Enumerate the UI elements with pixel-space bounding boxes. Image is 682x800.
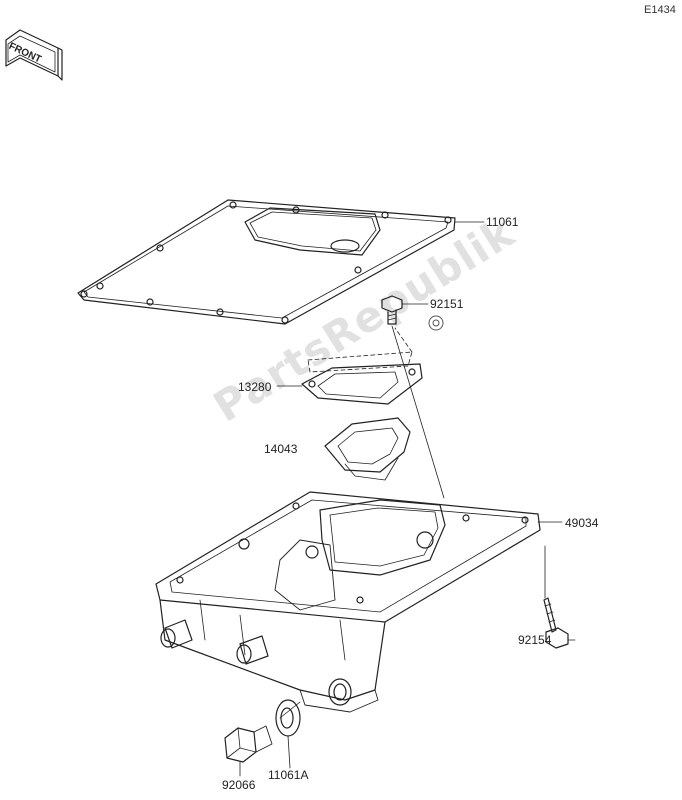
part-label-11061a[interactable]: 11061A [268, 768, 309, 782]
strainer-gasket [301, 363, 423, 405]
gear-icon [428, 315, 444, 331]
part-label-49034[interactable]: 49034 [565, 516, 599, 530]
oil-strainer [324, 417, 411, 481]
part-label-92151[interactable]: 92151 [430, 297, 464, 311]
front-arrow-icon [5, 29, 63, 81]
part-label-13280[interactable]: 13280 [238, 380, 272, 394]
part-label-92066[interactable]: 92066 [222, 778, 256, 792]
part-label-11061[interactable]: 11061 [486, 215, 519, 229]
oil-pan-gasket [77, 199, 456, 325]
part-label-92154[interactable]: 92154 [518, 633, 552, 647]
oil-pan [155, 491, 541, 713]
oil-pan-bolt [543, 597, 569, 649]
drain-plug [224, 725, 273, 763]
diagram-code: E1434 [644, 4, 676, 16]
part-label-14043[interactable]: 14043 [264, 442, 298, 456]
strainer-bolt [381, 295, 403, 325]
